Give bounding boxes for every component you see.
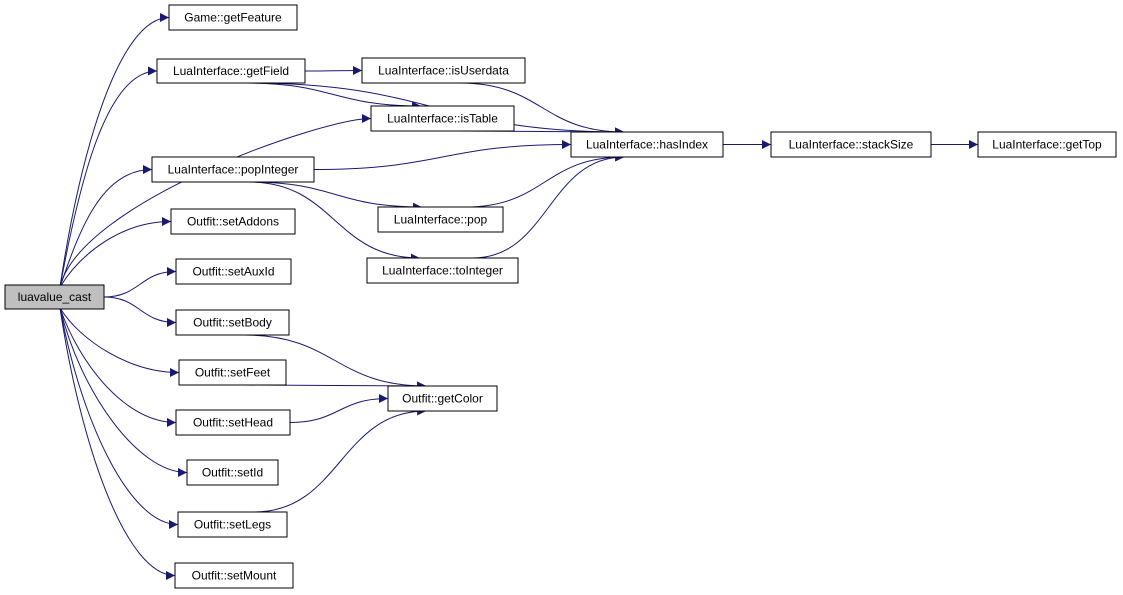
edge-getField-to-isTable [245,82,422,111]
node-setBody[interactable]: Outfit::setBody [175,309,290,336]
edge-getField-to-isUserdata [304,66,363,76]
node-box-setAddons[interactable] [170,208,296,235]
edge-toInteger-to-hasIndex [472,152,625,259]
node-setAuxId[interactable]: Outfit::setAuxId [175,258,292,285]
node-label-getField: LuaInterface::getField [173,64,289,78]
node-box-popInteger[interactable] [151,156,315,183]
node-box-isTable[interactable] [370,105,515,132]
edge-root-to-popInteger [59,165,153,288]
edge-root-to-getFeature [59,13,170,288]
edge-isUserdata-to-hasIndex [459,82,625,137]
node-label-root: luavalue_cast [18,290,92,304]
edge-pop-to-hasIndex [465,152,625,208]
edge-root-to-setLegs [59,307,179,529]
node-label-isUserdata: LuaInterface::isUserdata [378,64,509,78]
node-box-isUserdata[interactable] [361,57,526,84]
node-box-setId[interactable] [186,459,279,486]
node-label-setAddons: Outfit::setAddons [187,215,279,229]
edge-popInteger-to-pop [249,181,422,212]
node-stackSize[interactable]: LuaInterface::stackSize [770,131,932,158]
node-root[interactable]: luavalue_cast [4,284,105,310]
node-box-getColor[interactable] [387,385,498,412]
edge-root-to-setMount [59,307,176,580]
edge-popInteger-to-hasIndex [313,140,572,170]
node-label-setId: Outfit::setId [202,466,263,480]
node-box-setFeet[interactable] [178,359,287,386]
node-label-hasIndex: LuaInterface::hasIndex [586,138,708,152]
edge-root-to-getField [59,66,158,288]
node-label-popInteger: LuaInterface::popInteger [168,163,299,177]
node-box-getFeature[interactable] [168,4,298,31]
node-label-stackSize: LuaInterface::stackSize [789,138,914,152]
node-label-setBody: Outfit::setBody [193,316,272,330]
node-setFeet[interactable]: Outfit::setFeet [178,359,287,386]
node-box-getTop[interactable] [977,131,1117,158]
node-setMount[interactable]: Outfit::setMount [174,562,294,589]
node-setId[interactable]: Outfit::setId [186,459,279,486]
edge-setBody-to-getColor [243,334,427,391]
edge-root-to-setId [59,307,188,477]
node-pop[interactable]: LuaInterface::pop [377,206,504,233]
node-getColor[interactable]: Outfit::getColor [387,385,498,412]
edges [59,13,978,580]
edge-root-to-setAuxId [103,267,177,298]
edge-root-to-setHead [59,307,177,427]
node-getTop[interactable]: LuaInterface::getTop [977,131,1117,158]
node-label-setFeet: Outfit::setFeet [195,366,271,380]
node-box-setMount[interactable] [174,562,294,589]
node-isUserdata[interactable]: LuaInterface::isUserdata [361,57,526,84]
node-hasIndex[interactable]: LuaInterface::hasIndex [570,131,724,158]
node-label-isTable: LuaInterface::isTable [387,112,498,126]
edge-popInteger-to-toInteger [249,181,420,263]
edge-setLegs-to-getColor [254,406,427,513]
node-label-getColor: Outfit::getColor [402,392,483,406]
node-label-getTop: LuaInterface::getTop [992,138,1102,152]
node-box-getField[interactable] [156,58,306,84]
node-box-setLegs[interactable] [177,511,288,538]
node-getFeature[interactable]: Game::getFeature [168,4,298,31]
node-label-setAuxId: Outfit::setAuxId [192,265,274,279]
nodes: luavalue_cast Game::getFeatureLuaInterfac… [4,4,1117,589]
node-box-setAuxId[interactable] [175,258,292,285]
node-setHead[interactable]: Outfit::setHead [175,409,291,436]
edge-root-to-setBody [103,296,177,327]
node-box-setHead[interactable] [175,409,291,436]
node-setAddons[interactable]: Outfit::setAddons [170,208,296,235]
node-isTable[interactable]: LuaInterface::isTable [370,105,515,132]
node-box-root[interactable] [4,284,105,310]
edge-root-to-setFeet [59,307,180,377]
node-popInteger[interactable]: LuaInterface::popInteger [151,156,315,183]
node-label-pop: LuaInterface::pop [394,213,488,227]
node-box-stackSize[interactable] [770,131,932,158]
node-label-toInteger: LuaInterface::toInteger [382,264,503,278]
node-label-setHead: Outfit::setHead [193,416,273,430]
node-box-pop[interactable] [377,206,504,233]
node-box-toInteger[interactable] [366,257,519,284]
node-toInteger[interactable]: LuaInterface::toInteger [366,257,519,284]
node-label-setLegs: Outfit::setLegs [194,518,271,532]
node-label-getFeature: Game::getFeature [184,11,282,25]
node-label-setMount: Outfit::setMount [192,569,277,583]
node-setLegs[interactable]: Outfit::setLegs [177,511,288,538]
node-box-setBody[interactable] [175,309,290,336]
edge-setHead-to-getColor [289,394,389,423]
node-getField[interactable]: LuaInterface::getField [156,58,306,84]
node-box-hasIndex[interactable] [570,131,724,158]
edge-root-to-setAddons [59,217,172,288]
